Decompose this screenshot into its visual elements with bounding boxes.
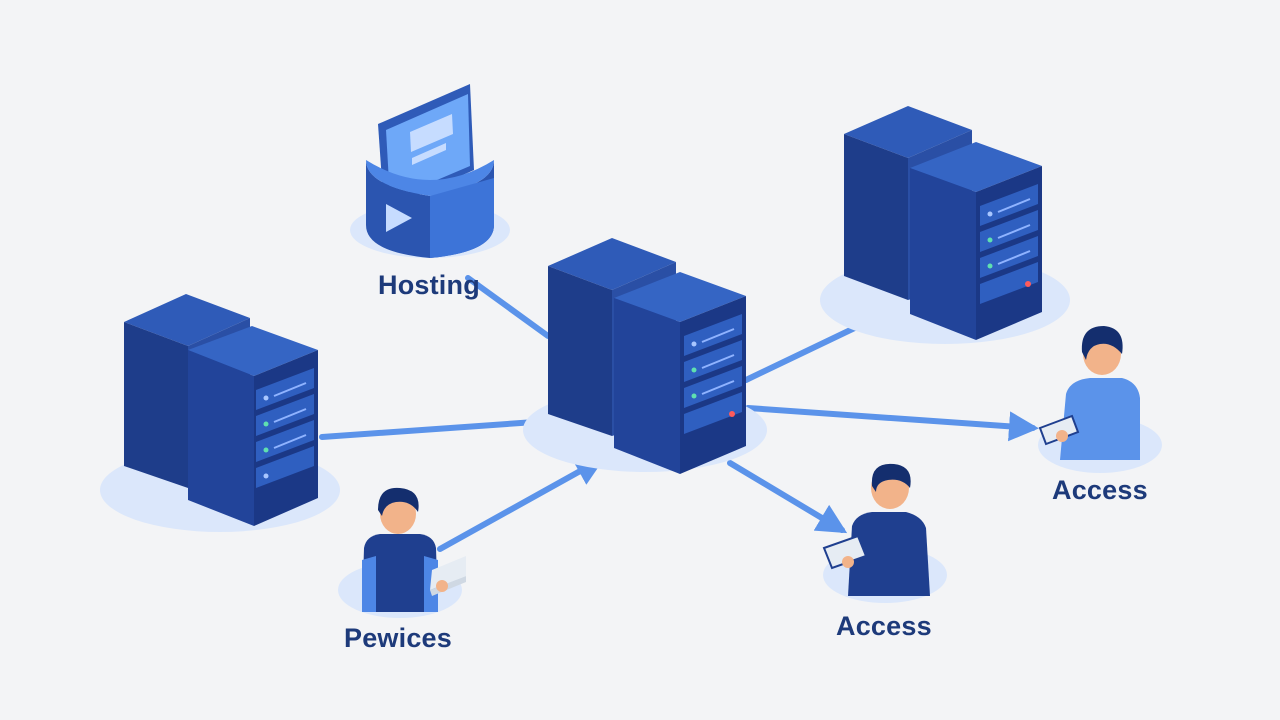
access-label-bottom: Access xyxy=(836,611,932,641)
server-rack-icon xyxy=(523,238,767,474)
user-tablet-icon xyxy=(1038,326,1162,473)
user-tablet-icon xyxy=(822,463,947,603)
server-rack-icon xyxy=(820,106,1070,344)
connector-center-access-right xyxy=(745,405,1039,442)
server-rack-icon xyxy=(100,294,340,532)
connector-center-access-bottom xyxy=(727,460,848,534)
hosting-drive-icon xyxy=(350,84,510,258)
hosting-label: Hosting xyxy=(378,270,480,300)
devices-label: Pewices xyxy=(344,623,452,653)
connector-devices-center xyxy=(437,457,606,552)
connector-left-center xyxy=(319,419,538,440)
user-laptop-icon xyxy=(338,487,466,618)
access-label-right: Access xyxy=(1052,475,1148,505)
connector-hosting-center xyxy=(465,275,551,339)
